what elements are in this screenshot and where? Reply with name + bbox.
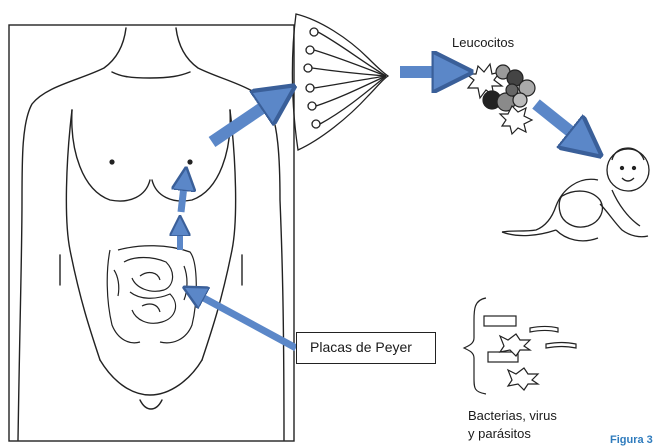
female-torso: [18, 28, 284, 440]
figure-caption: Figura 3: [610, 434, 653, 446]
intestines: [107, 246, 196, 343]
arrow-to-breast: [212, 104, 268, 142]
arrow-to-baby: [536, 104, 576, 136]
right-nipple: [187, 159, 192, 164]
arrow-torso-up: [181, 186, 184, 212]
placas-de-peyer-label: Placas de Peyer: [310, 339, 412, 355]
leucocitos-label: Leucocitos: [452, 35, 514, 51]
bracket: [464, 298, 486, 394]
bacterias-label-line1: Bacterias, virus: [468, 408, 557, 424]
mammary-gland: [292, 14, 388, 150]
pathogen-group: [464, 298, 576, 394]
leukocyte-cluster: [466, 64, 535, 134]
bacterias-label-line2: y parásitos: [468, 426, 531, 442]
body-frame: [9, 25, 294, 441]
left-nipple: [109, 159, 114, 164]
baby-crawling: [502, 148, 649, 241]
